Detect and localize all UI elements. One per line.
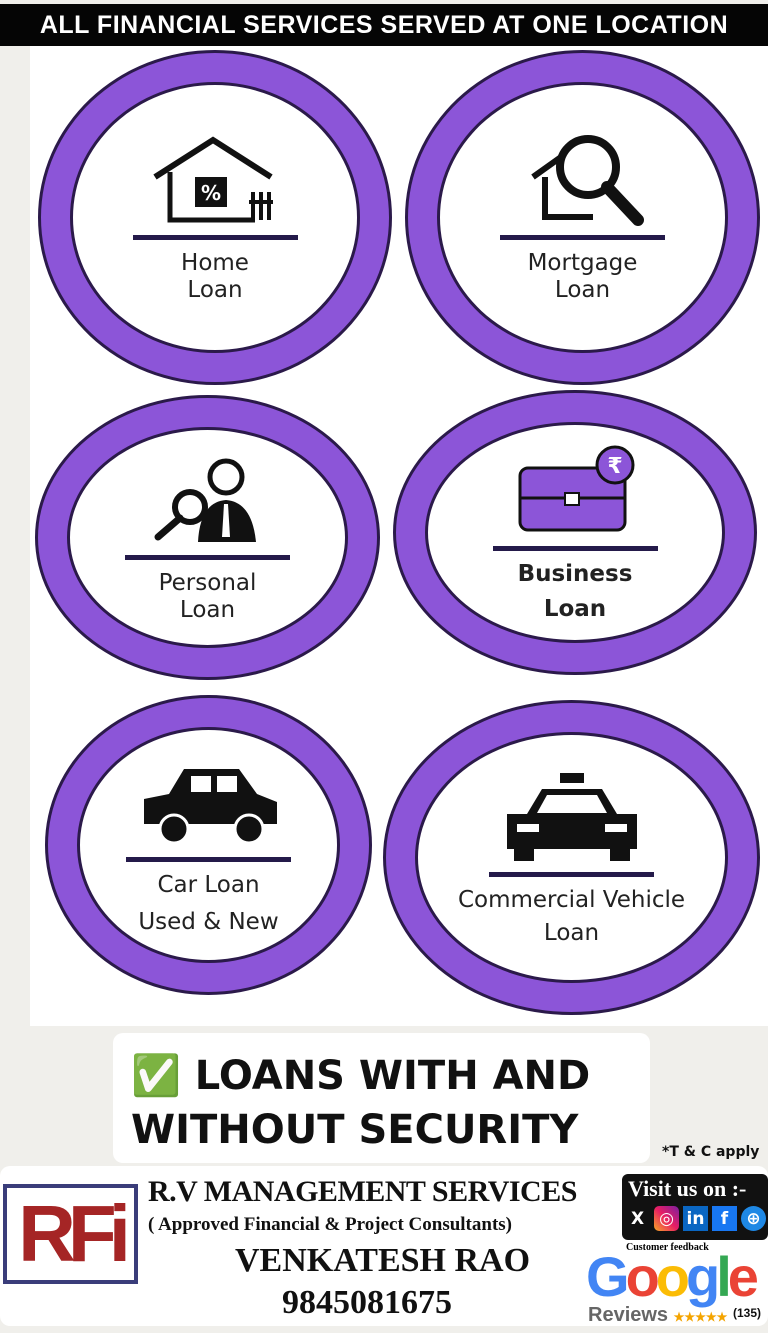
star-rating: ★★★★★ (673, 1310, 728, 1324)
divider (125, 554, 290, 560)
service-personal-loan: Personal Loan (35, 395, 380, 680)
company-tagline: ( Approved Financial & Project Consultan… (148, 1214, 512, 1235)
divider (126, 857, 291, 862)
house-percent-icon: % (153, 135, 273, 222)
x-icon[interactable]: X (630, 1208, 645, 1229)
svg-text:₹: ₹ (607, 454, 622, 479)
google-reviews-badge[interactable]: Customer feedback Google Reviews ★★★★★ (… (586, 1242, 768, 1326)
service-mortgage-loan: Mortgage Loan (405, 50, 760, 385)
divider (132, 234, 298, 240)
security-line-2: WITHOUT SECURITY (131, 1107, 579, 1153)
company-name: R.V MANAGEMENT SERVICES (148, 1175, 577, 1208)
service-subtitle: Loan (543, 919, 600, 946)
car-icon (143, 769, 277, 845)
svg-text:%: % (201, 181, 221, 205)
taxi-icon (506, 772, 637, 861)
instagram-icon[interactable]: ◎ (654, 1206, 679, 1231)
service-subtitle: Loan (554, 276, 611, 303)
house-magnifier-icon (530, 134, 644, 226)
security-callout: ✅ LOANS WITH AND WITHOUT SECURITY (113, 1033, 650, 1163)
check-icon: ✅ (131, 1053, 181, 1099)
service-commercial-vehicle-loan: Commercial Vehicle Loan (383, 700, 760, 1015)
briefcase-rupee-icon: ₹ (518, 445, 635, 531)
reviews-label: Reviews (588, 1304, 669, 1326)
facebook-icon[interactable]: f (712, 1206, 737, 1231)
service-subtitle: Loan (543, 595, 607, 622)
service-title: Car Loan (157, 872, 260, 898)
security-line-1: LOANS WITH AND (194, 1053, 591, 1099)
divider (489, 871, 654, 877)
visit-label: Visit us on :- (628, 1176, 747, 1201)
service-title: Home (181, 249, 249, 276)
service-title: Commercial Vehicle (457, 886, 686, 913)
social-box: Visit us on :- X ◎ in f ⊕ (622, 1174, 768, 1240)
footer-contact: RFi R.V MANAGEMENT SERVICES ( Approved F… (0, 1166, 768, 1326)
service-title: Mortgage (527, 249, 638, 276)
service-title: Personal (158, 569, 257, 596)
service-title: Business (517, 560, 633, 587)
contact-person: VENKATESH RAO (235, 1242, 531, 1279)
divider (492, 545, 658, 551)
review-count: (135) (732, 1306, 761, 1320)
service-subtitle: Loan (179, 596, 236, 623)
service-subtitle: Loan (187, 276, 243, 303)
service-home-loan: % Home Loan (38, 50, 392, 385)
headline-banner: ALL FINANCIAL SERVICES SERVED AT ONE LOC… (0, 4, 768, 46)
divider (500, 234, 665, 240)
service-subtitle: Used & New (138, 909, 279, 935)
service-business-loan: ₹ Business Loan (393, 390, 757, 675)
person-magnifier-icon (154, 458, 256, 542)
service-car-loan: Car Loan Used & New (45, 695, 372, 995)
feedback-label: Customer feedback (626, 1242, 709, 1253)
terms-note: *T & C apply (662, 1144, 760, 1160)
contact-phone[interactable]: 9845081675 (282, 1284, 452, 1321)
globe-icon[interactable]: ⊕ (741, 1206, 766, 1231)
linkedin-icon[interactable]: in (683, 1206, 708, 1231)
google-logo: Google (586, 1245, 759, 1308)
company-logo: RFi (3, 1184, 138, 1284)
